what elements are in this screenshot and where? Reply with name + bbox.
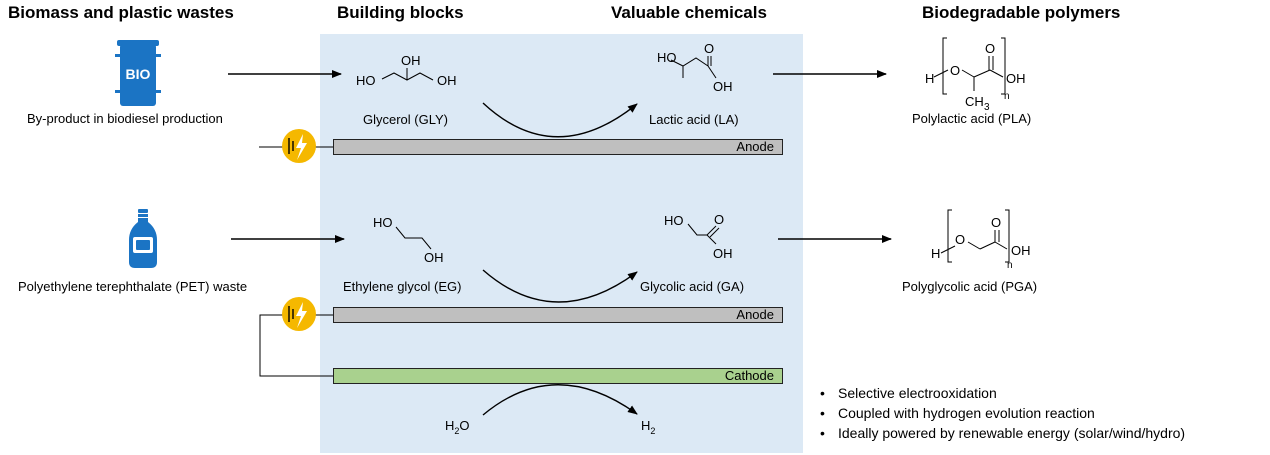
barrel-label: BIO [126,66,151,82]
repeat-subscript: n [1004,91,1010,102]
hydrogen-formula: H2 [641,418,655,436]
atom-label: OH [437,73,457,88]
feature-item: Coupled with hydrogen evolution reaction [820,403,1185,423]
atom-subscript: 3 [984,102,990,113]
feature-list: Selective electrooxidation Coupled with … [820,383,1185,443]
anode-bar-row2: Anode [333,307,783,323]
row2-source-caption: Polyethylene terephthalate (PET) waste [18,279,248,294]
glycerol-structure [381,68,434,81]
cathode-bar: Cathode [333,368,783,384]
atom-label: O [985,41,995,56]
power-source-row1 [282,129,316,163]
barrel-icon: BIO [115,40,161,106]
lactic-acid-structure [670,56,717,79]
atom-label: HO [664,213,684,228]
atom-label: OH [1006,71,1026,86]
atom-label: OH [401,53,421,68]
oxidation-arrow-row2 [482,269,638,303]
row2-chemical-name: Glycolic acid (GA) [640,279,745,294]
power-source-row2 [282,297,316,331]
plastic-bottle-icon [129,209,157,268]
feature-item: Selective electrooxidation [820,383,1185,403]
pla-structure [933,37,1006,95]
atom-label: OH [713,79,733,94]
atom-label: HO [657,50,677,65]
atom-label: OH [424,250,444,265]
atom-label: CH [965,94,984,109]
atom-label: O [991,215,1001,230]
atom-label: O [704,41,714,56]
feature-item: Ideally powered by renewable energy (sol… [820,423,1185,443]
repeat-subscript: n [1007,260,1013,271]
row1-building-block-name: Glycerol (GLY) [363,112,448,127]
anode-bar-row1: Anode [333,139,783,155]
row1-chemical-name: Lactic acid (LA) [649,112,739,127]
row2-polymer-name: Polyglycolic acid (PGA) [902,279,1038,294]
row1-source-caption: By-product in biodiesel production [27,111,223,126]
header-polymers: Biodegradable polymers [922,3,1121,22]
atom-label: O [955,232,965,247]
lightning-bolt-icon [296,134,307,160]
lightning-bolt-icon [296,302,307,328]
atom-label: HO [373,215,393,230]
atom-label: HO [356,73,376,88]
row2-building-block-name: Ethylene glycol (EG) [343,279,462,294]
atom-label: O [950,63,960,78]
her-arrow [482,384,638,416]
reaction-panel [320,34,803,453]
ethylene-glycol-structure [395,226,432,250]
glycolic-acid-structure [687,223,720,245]
atom-label: O [714,212,724,227]
atom-label: H [925,71,934,86]
oxidation-arrow-row1 [482,102,638,138]
header-biomass: Biomass and plastic wastes [8,3,234,22]
pga-structure [940,209,1010,263]
header-valuable-chemicals: Valuable chemicals [611,3,767,22]
row1-polymer-name: Polylactic acid (PLA) [912,111,1032,126]
header-building-blocks: Building blocks [337,3,464,22]
water-formula: H2O [445,418,470,436]
atom-label: OH [713,246,733,261]
atom-label: OH [1011,243,1031,258]
atom-label: H [931,246,940,261]
